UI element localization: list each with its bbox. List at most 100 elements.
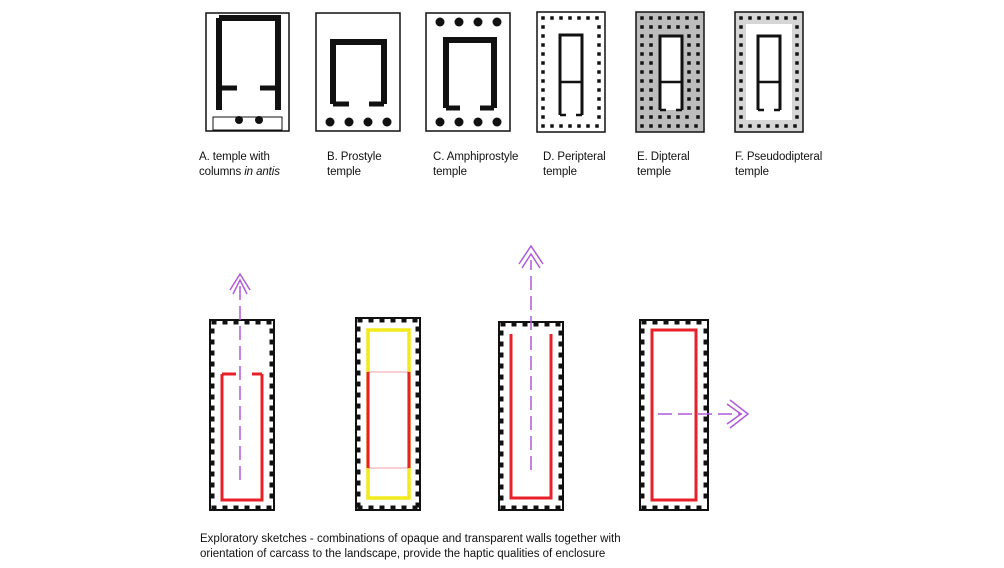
column-dot (568, 124, 572, 128)
column-dot (658, 115, 662, 119)
column-dot (739, 16, 743, 20)
column-dot (739, 70, 743, 74)
column-dot (775, 124, 779, 128)
column-dot (757, 16, 761, 20)
plan-d-columns (541, 16, 601, 128)
column-dot (640, 43, 644, 47)
column-dot (658, 124, 662, 128)
column-dot (649, 79, 653, 83)
column-dot (795, 115, 799, 119)
column-dot (739, 97, 743, 101)
column-dot (640, 61, 644, 65)
column-dot (640, 70, 644, 74)
column-dot (739, 43, 743, 47)
column-dot (511, 505, 517, 511)
plan-e-columns (640, 16, 700, 128)
column-dot (355, 469, 361, 475)
column-dot (687, 43, 691, 47)
column-dot (639, 383, 645, 389)
column-dot (766, 16, 770, 20)
column-dot (498, 473, 504, 479)
column-dot (639, 438, 645, 444)
column-dot (639, 328, 645, 334)
column-dot (597, 88, 601, 92)
column-dot (676, 25, 680, 29)
column-dot (541, 16, 545, 20)
column-dot (641, 319, 647, 325)
column-dot (558, 451, 564, 457)
column-dot (595, 124, 599, 128)
column-dot (739, 88, 743, 92)
column-dot (649, 16, 653, 20)
column-dot (658, 16, 662, 20)
column-dot (558, 330, 564, 336)
column-dot (522, 321, 528, 327)
column-dot (649, 124, 653, 128)
caption-line-1: Exploratory sketches - combinations of o… (200, 533, 621, 545)
column-dot (649, 43, 653, 47)
column-dot (639, 394, 645, 400)
column-dot (355, 502, 361, 508)
column-dot (209, 350, 215, 356)
column-dot (558, 385, 564, 391)
column-dot (269, 416, 275, 422)
column-dot (667, 124, 671, 128)
column-dot (703, 361, 709, 367)
column-dot (498, 462, 504, 468)
column-dot (696, 52, 700, 56)
column-dot (555, 505, 561, 511)
column-dot (667, 16, 671, 20)
column-dot (739, 52, 743, 56)
plan-b-prostyle (315, 12, 401, 132)
column-dot (355, 491, 361, 497)
column-dot (640, 97, 644, 101)
column-dot (640, 25, 644, 29)
column-dot (209, 328, 215, 334)
column-dot (355, 447, 361, 453)
column-dot (209, 339, 215, 345)
column-dot (795, 88, 799, 92)
column-dot (269, 493, 275, 499)
column-dot (233, 505, 239, 511)
column-dot (795, 25, 799, 29)
column-dot (269, 427, 275, 433)
column-dot (412, 505, 418, 511)
column-dot (687, 106, 691, 110)
sketch-4 (639, 319, 750, 511)
column-dot (255, 505, 261, 511)
column-dot (703, 416, 709, 422)
column-dot (209, 394, 215, 400)
column-dot (222, 319, 228, 325)
column-dot (269, 361, 275, 367)
column-dot (541, 61, 545, 65)
column-dot (568, 16, 572, 20)
column-dot (541, 79, 545, 83)
figure-caption: Exploratory sketches - combinations of o… (200, 532, 720, 562)
column-dot (209, 361, 215, 367)
column-dot (558, 363, 564, 369)
column-dot (355, 425, 361, 431)
column-dot (498, 440, 504, 446)
column-dot (266, 505, 272, 511)
column-dot (597, 34, 601, 38)
caption-line-2: orientation of carcass to the landscape,… (200, 548, 606, 560)
column-dot (498, 484, 504, 490)
column-dot (244, 319, 250, 325)
column-dot (255, 319, 261, 325)
column-dot (269, 460, 275, 466)
column-dot (597, 115, 601, 119)
column-dot (555, 321, 561, 327)
column-dot (379, 505, 385, 511)
column-dot (357, 317, 363, 323)
column-dot (649, 34, 653, 38)
column-dot (739, 79, 743, 83)
column-dot (703, 405, 709, 411)
column-dot (415, 480, 421, 486)
sketch-3 (498, 244, 564, 511)
column-dot (415, 370, 421, 376)
column-dot (652, 319, 658, 325)
column-dot (674, 319, 680, 325)
